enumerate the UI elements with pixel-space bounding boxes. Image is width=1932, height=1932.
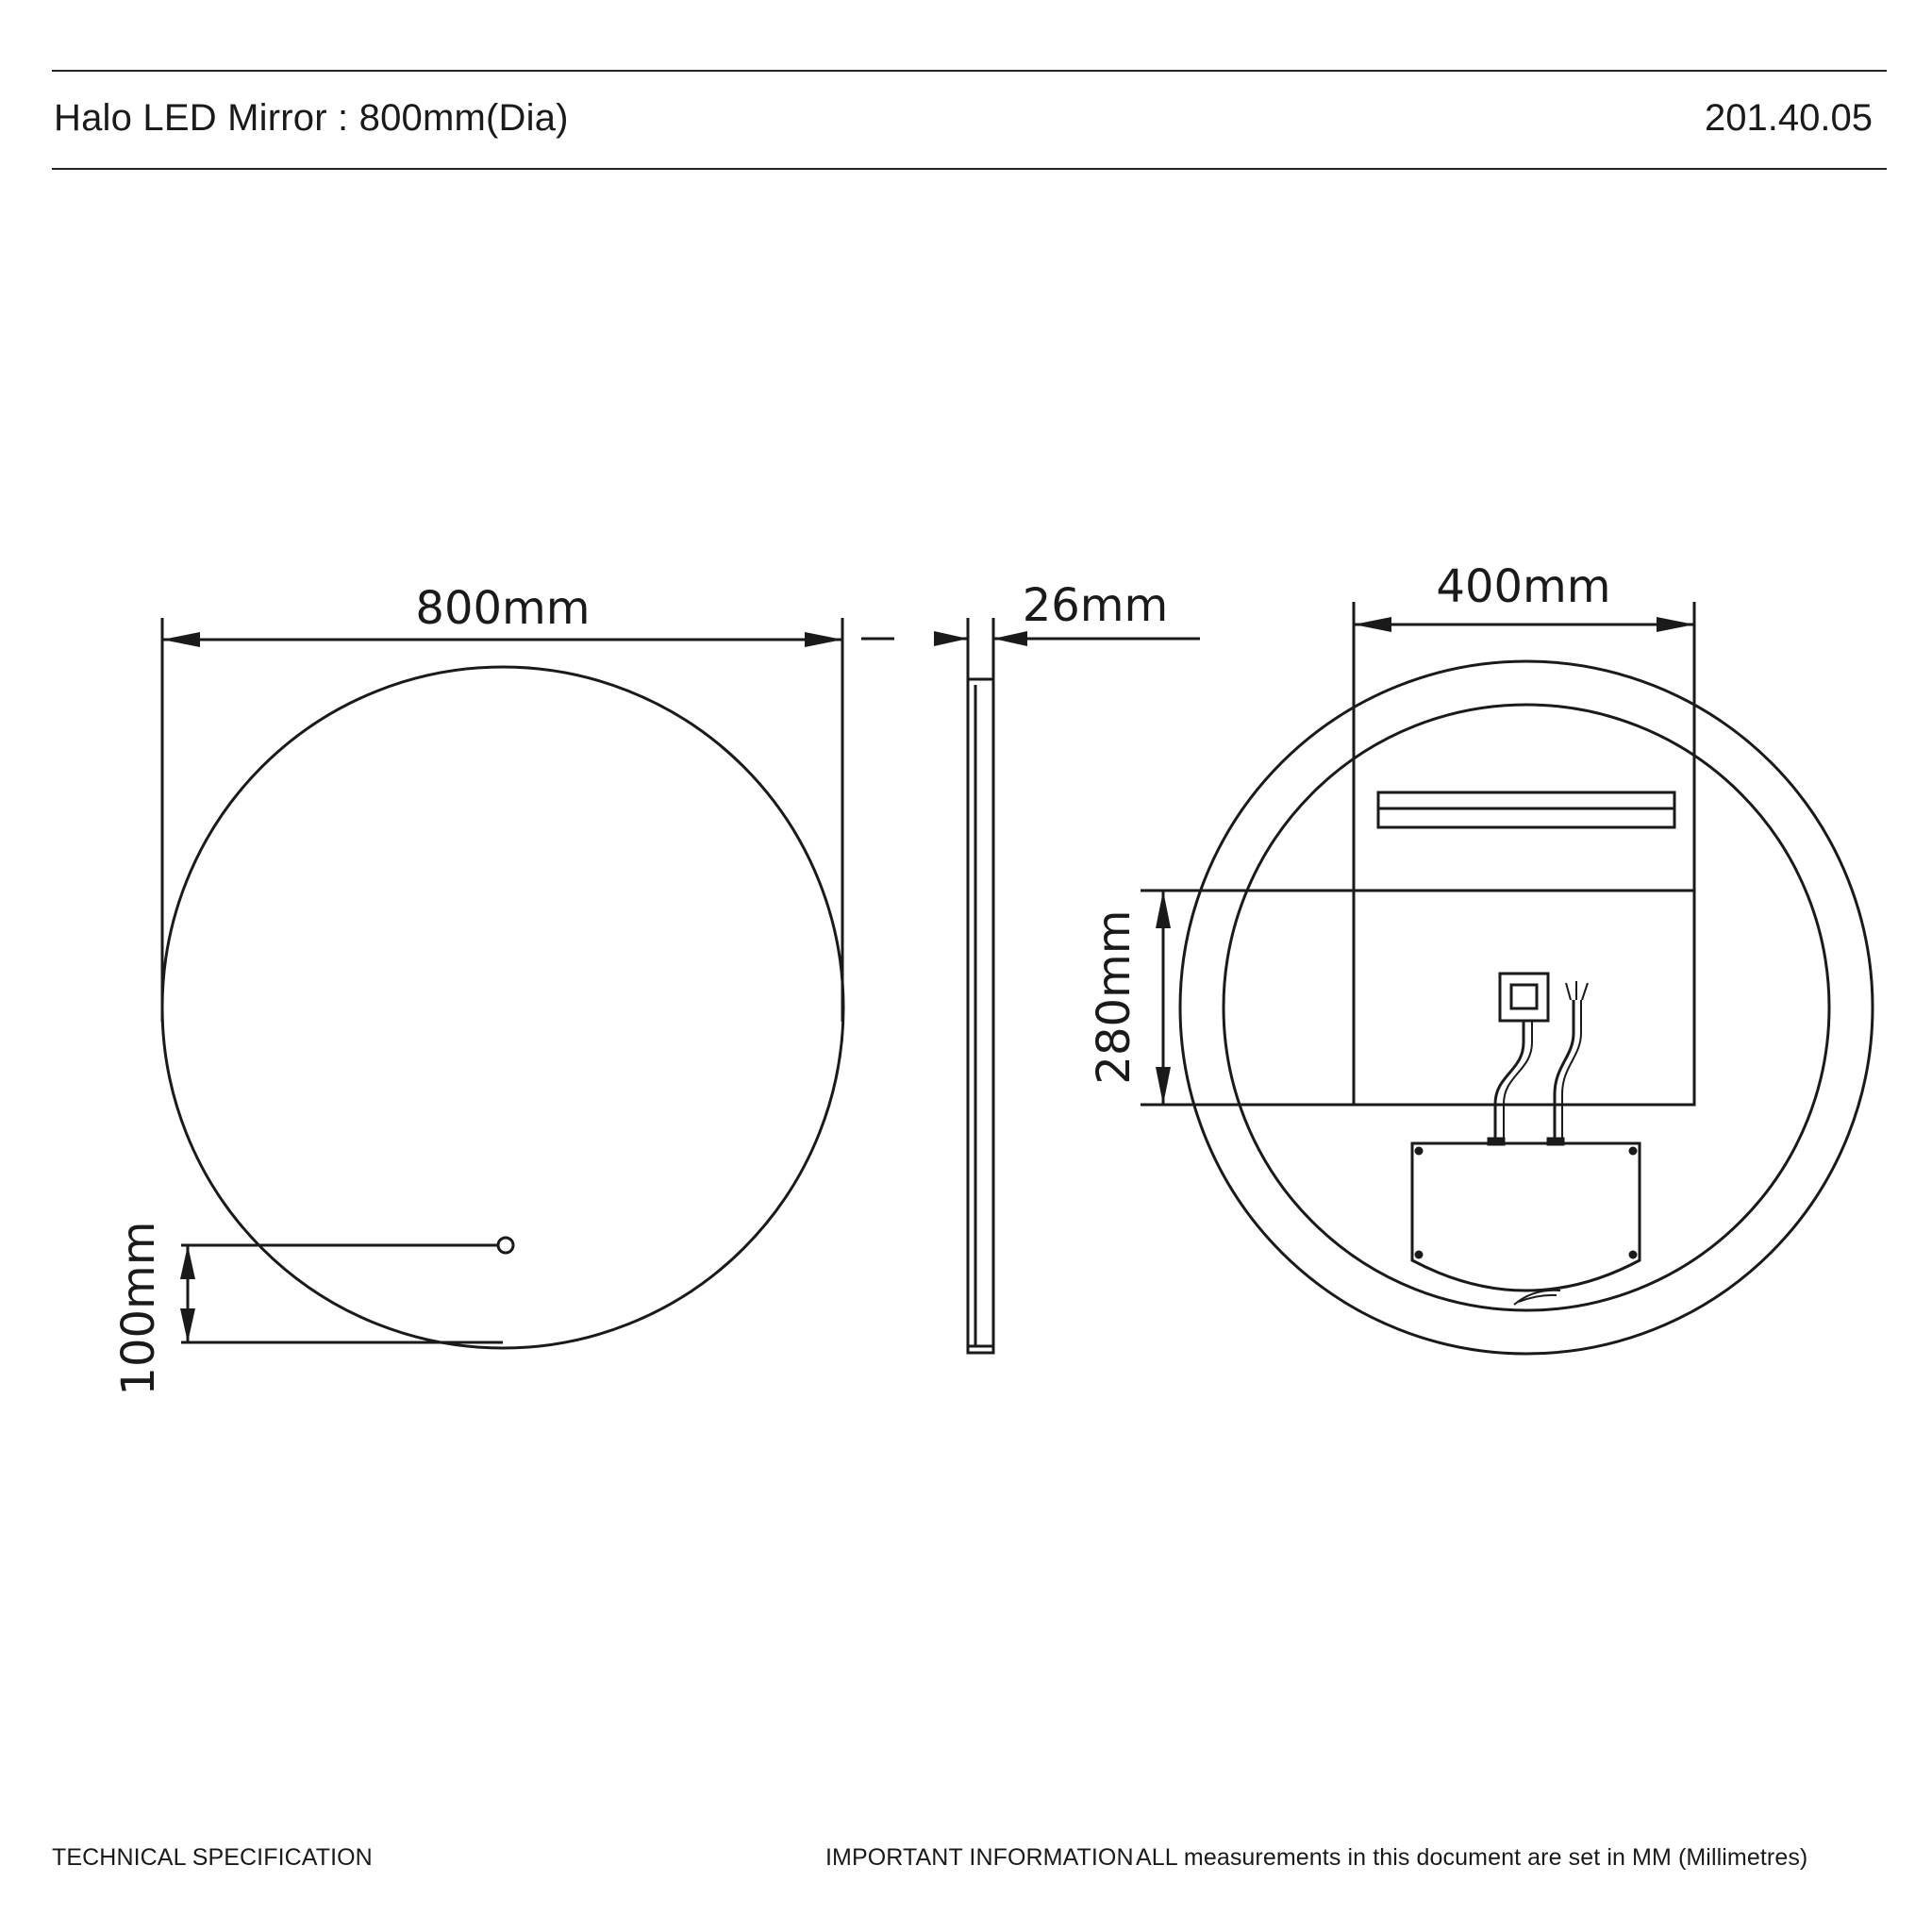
wire-ends-icon: [1565, 981, 1589, 1001]
mirror-side-profile: [966, 677, 995, 1355]
bracket-height-arrow-bottom: [1156, 1067, 1171, 1105]
screw-icon-top-left: [1414, 1146, 1424, 1156]
bracket-width-label: 400mm: [1436, 560, 1610, 613]
header-top-rule: [52, 70, 1887, 72]
screw-icon-top-right: [1628, 1146, 1638, 1156]
bracket-height-arrow-top: [1156, 891, 1171, 928]
switch-cable-inner: [1503, 1021, 1533, 1140]
driver-connector-left: [1487, 1137, 1506, 1146]
depth-label: 26mm: [1023, 579, 1169, 632]
switch-box-outer: [1498, 972, 1550, 1023]
header-bottom-rule: [52, 168, 1887, 170]
width-arrow-left: [162, 632, 200, 647]
switch-box-inner: [1509, 983, 1539, 1010]
footer-left-label: TECHNICAL SPECIFICATION: [52, 1844, 373, 1871]
sensor-offset-label: 100mm: [112, 1221, 165, 1395]
sensor-icon: [496, 1236, 515, 1255]
mirror-rear-inner-ring: [1222, 703, 1831, 1312]
bracket-width-arrow-left: [1354, 617, 1391, 632]
sensor-offset-arrow-top: [180, 1245, 195, 1279]
mounting-plate: [1352, 889, 1696, 1107]
footer-important-text: ALL measurements in this document are se…: [1136, 1844, 1808, 1871]
page-title: Halo LED Mirror : 800mm(Dia): [54, 97, 569, 139]
product-code: 201.40.05: [1705, 97, 1873, 139]
bracket-height-label: 280mm: [1088, 909, 1141, 1084]
front-view: 800mm 100mm: [112, 582, 845, 1396]
power-cable: [1553, 1000, 1575, 1140]
screw-icon-bottom-left: [1414, 1250, 1424, 1259]
bracket-width-arrow-right: [1657, 617, 1694, 632]
depth-arrow-left: [934, 631, 968, 646]
width-arrow-right: [805, 632, 842, 647]
rear-view: 400mm 280mm: [1088, 560, 1874, 1356]
power-cable-inner: [1561, 1000, 1582, 1140]
switch-cable: [1493, 1021, 1525, 1140]
footer-important-label: IMPORTANT INFORMATION: [825, 1844, 1134, 1871]
driver-connector-right: [1546, 1137, 1565, 1146]
screw-icon-bottom-right: [1628, 1250, 1638, 1259]
sensor-offset-arrow-bottom: [180, 1308, 195, 1342]
mirror-rear-outer-ring: [1178, 659, 1874, 1356]
width-label: 800mm: [415, 582, 590, 635]
driver-box: [1410, 1141, 1641, 1292]
side-view: 26mm: [861, 579, 1200, 1355]
bottom-wire-icon: [1513, 1289, 1561, 1306]
depth-arrow-right: [993, 631, 1027, 646]
